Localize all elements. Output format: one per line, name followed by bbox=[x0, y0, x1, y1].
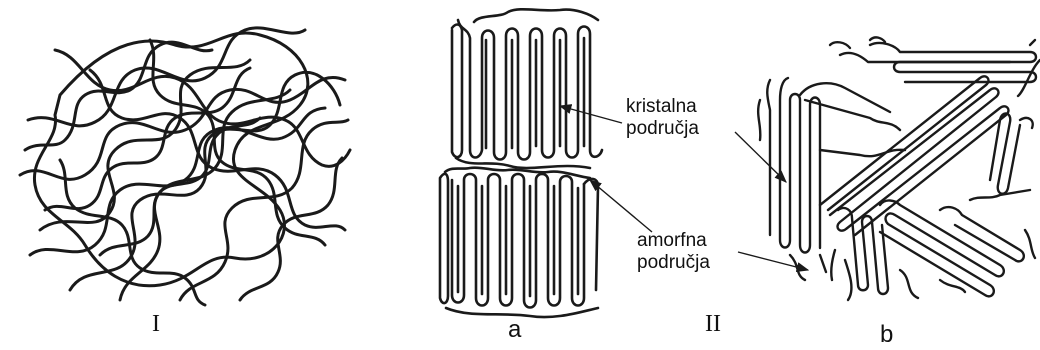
caption-I: I bbox=[152, 311, 160, 338]
caption-b: b bbox=[880, 321, 893, 349]
leader-amorphous-to-b bbox=[738, 252, 808, 270]
caption-II: II bbox=[705, 311, 721, 338]
folded-chain-lamella-bottom bbox=[440, 168, 598, 318]
leader-amorphous-to-a bbox=[590, 180, 652, 232]
crystalline-regions-label: kristalna područja bbox=[626, 96, 699, 140]
amorphous-coil-tangle bbox=[20, 28, 350, 305]
amorphous-label-line2: područja bbox=[637, 252, 710, 274]
amorphous-regions-label: amorfna područja bbox=[637, 230, 710, 274]
crystalline-label-line2: područja bbox=[626, 118, 699, 140]
folded-chain-lamella-top bbox=[452, 9, 602, 168]
caption-a: a bbox=[508, 316, 521, 344]
crystalline-label-line1: kristalna bbox=[626, 96, 699, 118]
semicrystalline-structure bbox=[758, 37, 1040, 300]
amorphous-label-line1: amorfna bbox=[637, 230, 710, 252]
